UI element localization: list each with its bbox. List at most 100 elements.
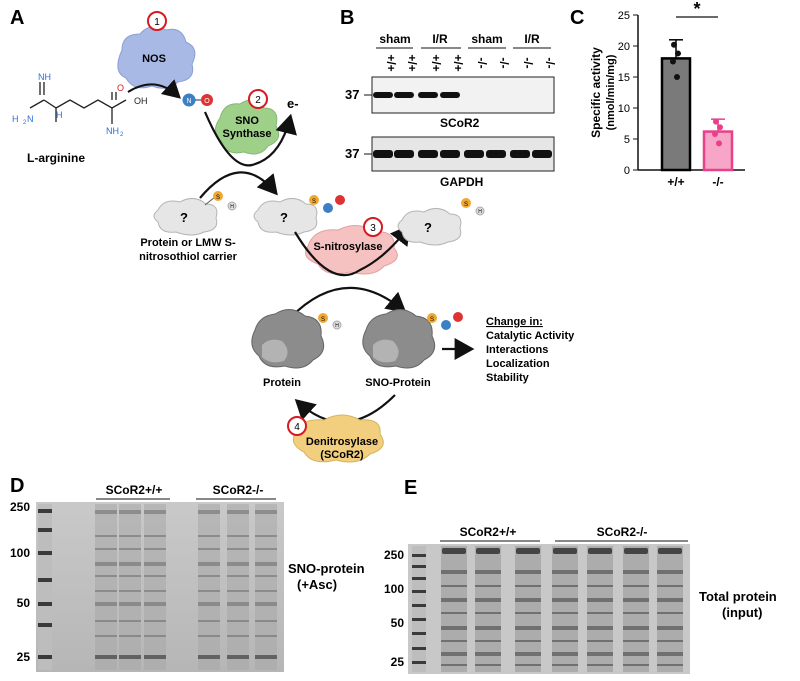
ladder-band	[38, 578, 52, 582]
change-list: Change in: Catalytic Activity Interactio…	[486, 316, 575, 384]
ladder-band	[38, 602, 52, 606]
bar	[702, 130, 734, 172]
gel-band	[475, 570, 501, 574]
gel-band	[255, 590, 277, 592]
change-item: Localization	[486, 358, 550, 370]
marker: 100	[10, 546, 30, 560]
gel-band	[552, 664, 578, 666]
gel-lane	[475, 546, 501, 672]
gel-band	[515, 612, 541, 614]
gel-band	[144, 620, 166, 622]
gel-band	[119, 655, 141, 659]
gel-band	[623, 612, 649, 614]
gel-band	[587, 570, 613, 574]
band-scor2	[440, 92, 460, 98]
gel-band	[119, 602, 141, 606]
gel-band	[442, 548, 466, 554]
svg-text:3: 3	[370, 223, 376, 234]
denitrosylase-enzyme: Denitrosylase (SCoR2)	[292, 414, 384, 463]
gel-band	[623, 626, 649, 630]
svg-text:NH: NH	[106, 126, 119, 136]
sno-protein-label: SNO-Protein	[365, 377, 431, 389]
gel-e	[408, 544, 690, 674]
gel-band	[552, 612, 578, 614]
x-tick-label: +/+	[667, 175, 684, 189]
ladder-band	[412, 554, 426, 557]
data-point	[670, 58, 676, 65]
gel-band	[475, 640, 501, 642]
gel-lane	[255, 504, 277, 670]
band-gapdh	[464, 150, 484, 158]
gel-e-label-2: (input)	[722, 605, 762, 620]
denitrosylase-label-1: Denitrosylase	[306, 436, 378, 448]
genotype-label: +/+	[405, 54, 419, 71]
gel-band	[552, 585, 578, 587]
gel-band	[95, 602, 117, 606]
gel-band	[198, 510, 220, 514]
blot-label-gapdh: GAPDH	[440, 175, 483, 189]
y-axis-label: Specific activity	[589, 47, 603, 138]
sno-carrier: ? S	[253, 195, 345, 236]
gel-band	[475, 664, 501, 666]
svg-text:2: 2	[23, 120, 27, 126]
gel-band	[515, 640, 541, 642]
svg-text:?: ?	[180, 210, 188, 225]
gel-band	[227, 590, 249, 592]
gel-band	[255, 548, 277, 550]
change-item: Catalytic Activity	[486, 330, 575, 342]
gel-band	[255, 635, 277, 637]
gel-band	[95, 635, 117, 637]
data-point	[674, 74, 680, 80]
gel-band	[255, 510, 277, 514]
ladder-band	[412, 647, 426, 650]
nos-enzyme: NOS	[117, 26, 196, 89]
gel-band	[119, 575, 141, 577]
panel-label-a: A	[10, 7, 24, 29]
ladder-band	[412, 618, 426, 621]
gel-lane	[587, 546, 613, 672]
gel-band	[475, 626, 501, 630]
gel-lane	[515, 546, 541, 672]
panel-label-d: D	[10, 475, 24, 497]
gel-e-group-wt: SCoR2+/+	[460, 525, 517, 539]
denitrosylase-label-2: (SCoR2)	[320, 449, 364, 461]
gel-band	[119, 562, 141, 566]
gel-band	[624, 548, 648, 554]
svg-text:N: N	[186, 98, 191, 105]
step-4-badge: 4	[287, 416, 307, 436]
western-group-labels: sham I/R sham I/R	[376, 32, 551, 49]
data-point	[713, 118, 719, 125]
gel-band	[515, 570, 541, 574]
panel-label-b: B	[340, 7, 354, 29]
genotype-label: -/-	[543, 57, 557, 68]
svg-text:O: O	[204, 98, 210, 105]
arrow-to-electron	[203, 111, 297, 167]
step-3-badge: 3	[363, 217, 383, 237]
ladder-band	[412, 577, 426, 580]
step-2-badge: 2	[248, 89, 268, 109]
mw-marker-37-top: 37	[345, 87, 359, 102]
gel-band	[476, 548, 500, 554]
gel-band	[119, 620, 141, 622]
gel-band	[227, 510, 249, 514]
gel-band	[95, 590, 117, 592]
arrow-protein-to-sno	[289, 286, 407, 319]
gel-band	[587, 664, 613, 666]
gel-band	[587, 626, 613, 630]
gel-band	[198, 620, 220, 622]
panel-label-c: C	[570, 7, 584, 29]
gel-lane	[198, 504, 220, 670]
change-item: Interactions	[486, 344, 548, 356]
carrier-label-2: nitrosothiol carrier	[139, 251, 238, 263]
gel-band	[198, 590, 220, 592]
gel-band	[227, 620, 249, 622]
gel-band	[623, 652, 649, 656]
ladder-band	[412, 632, 426, 635]
gel-band	[119, 635, 141, 637]
gel-band	[441, 626, 467, 630]
gel-d-label-2: (+Asc)	[297, 577, 337, 592]
sno-synthase-enzyme: SNO Synthase	[215, 99, 280, 155]
gel-band	[255, 575, 277, 577]
gel-band	[515, 664, 541, 666]
